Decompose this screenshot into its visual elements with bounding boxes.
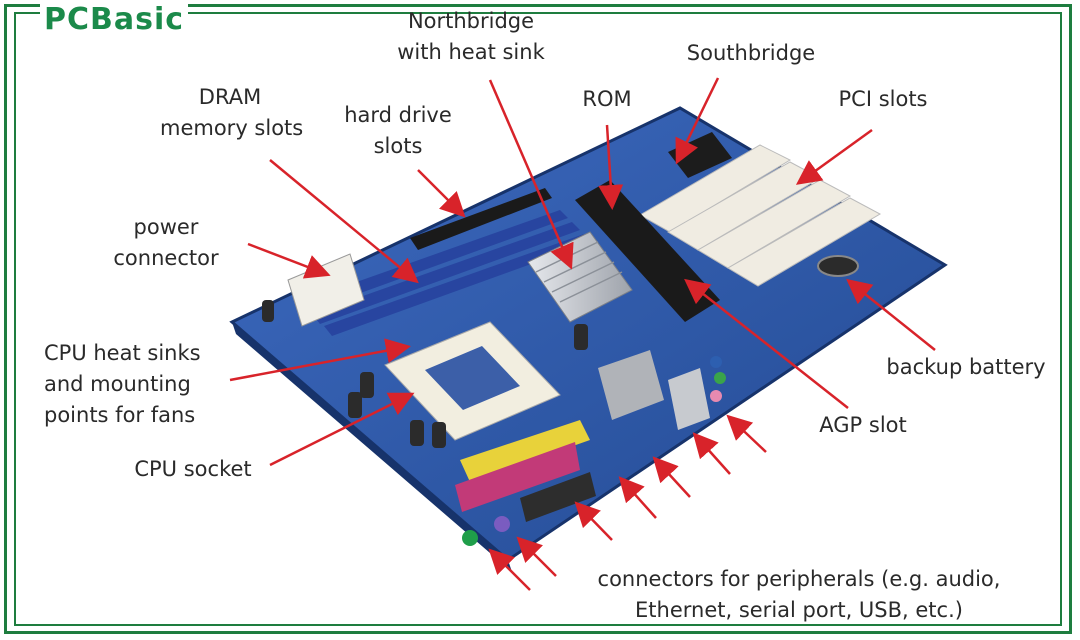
arrow-periph-3 — [574, 501, 613, 541]
arrow-periph-6 — [692, 432, 731, 475]
backup-battery-cell — [817, 255, 859, 277]
pci-slots — [638, 144, 882, 287]
label-cpu-socket: CPU socket — [134, 457, 252, 481]
label-southbridge: Southbridge — [686, 41, 816, 65]
arrow-cpu-socket — [269, 392, 415, 467]
arrow-power — [247, 242, 331, 279]
arrow-periph-7 — [726, 414, 767, 453]
brand-logo: PCBasic — [40, 2, 189, 37]
arrow-agp — [684, 278, 849, 409]
arrow-periph-1 — [488, 548, 531, 591]
arrow-northbridge — [488, 79, 574, 270]
southbridge-chip — [668, 132, 732, 178]
outer-frame — [4, 4, 1072, 634]
annotation-arrows — [229, 77, 936, 591]
agp-slot-shape — [575, 180, 720, 322]
arrow-southbridge — [675, 77, 720, 165]
arrow-periph-5 — [652, 456, 691, 498]
dram-slots — [300, 210, 592, 336]
arrow-hard-drive — [417, 169, 466, 218]
label-pci: PCI slots — [838, 87, 928, 111]
arrow-cpu-heatsink — [229, 338, 411, 382]
arrow-pci — [795, 128, 873, 185]
arrow-periph-4 — [618, 476, 657, 519]
label-agp-slot: AGP slot — [819, 413, 907, 437]
arrow-periph-2 — [516, 536, 557, 577]
inner-frame — [14, 12, 1062, 626]
arrow-dram — [269, 159, 419, 284]
capacitors — [262, 300, 588, 448]
arrow-backup-battery — [846, 278, 936, 351]
pcb-edge — [232, 322, 512, 572]
label-backup-battery: backup battery — [886, 355, 1046, 379]
rear-io-panel — [455, 350, 726, 546]
ide-connector — [410, 188, 552, 250]
label-rom: ROM — [582, 87, 632, 111]
cpu-socket-shape — [384, 321, 561, 441]
label-peripherals: connectors for peripherals (e.g. audio,E… — [597, 567, 1001, 622]
arrow-rom — [598, 124, 624, 210]
